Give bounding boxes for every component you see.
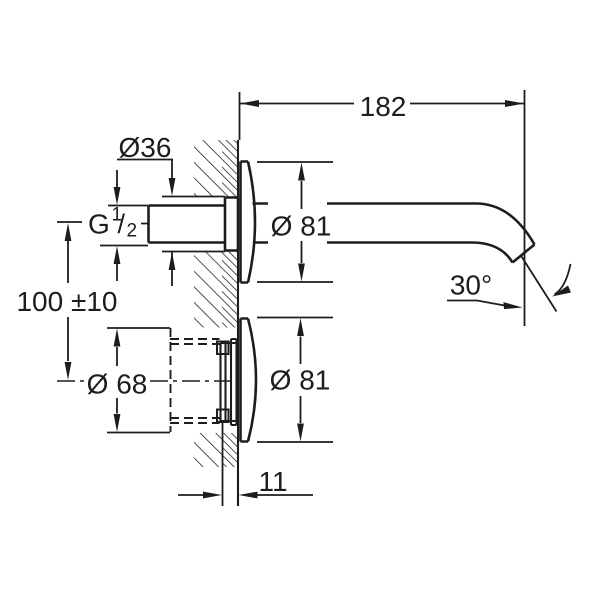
thread-numerator: 1 bbox=[112, 205, 123, 226]
thread-letter: G bbox=[88, 209, 110, 240]
dim-label-o81-lower: Ø 81 bbox=[270, 365, 331, 396]
dim-label-o68: Ø 68 bbox=[87, 369, 148, 400]
dim-o68: Ø 68 bbox=[87, 327, 170, 434]
dim-label-o36: Ø36 bbox=[119, 132, 172, 163]
dim-label-o81-upper: Ø 81 bbox=[271, 211, 332, 242]
dim-182: 182 bbox=[238, 90, 526, 326]
thread-denominator: 2 bbox=[127, 221, 138, 242]
dim-label-100pm10: 100 ±10 bbox=[16, 286, 117, 317]
valve-escutcheon-outline bbox=[239, 317, 258, 443]
dim-label-11: 11 bbox=[258, 466, 287, 497]
spout-escutcheon-outline bbox=[239, 160, 257, 284]
spout-outline bbox=[252, 202, 536, 264]
dim-g-half-thread: G 1 / 2 bbox=[88, 170, 148, 281]
dim-30deg: 30° bbox=[447, 256, 572, 312]
dim-o81-lower: Ø 81 bbox=[257, 316, 333, 443]
wall-hatch bbox=[194, 140, 238, 467]
dim-o81-upper: Ø 81 bbox=[257, 161, 333, 283]
inlet-pipe-outline bbox=[147, 196, 240, 252]
dim-11: 11 bbox=[178, 422, 313, 506]
dim-label-30deg: 30° bbox=[450, 270, 492, 301]
thread-slash: / bbox=[118, 209, 126, 239]
dim-o36: Ø36 bbox=[117, 132, 225, 286]
concealed-valve-outline bbox=[169, 328, 238, 432]
dim-label-182: 182 bbox=[360, 91, 407, 122]
dim-100pm10: 100 ±10 bbox=[16, 221, 118, 380]
